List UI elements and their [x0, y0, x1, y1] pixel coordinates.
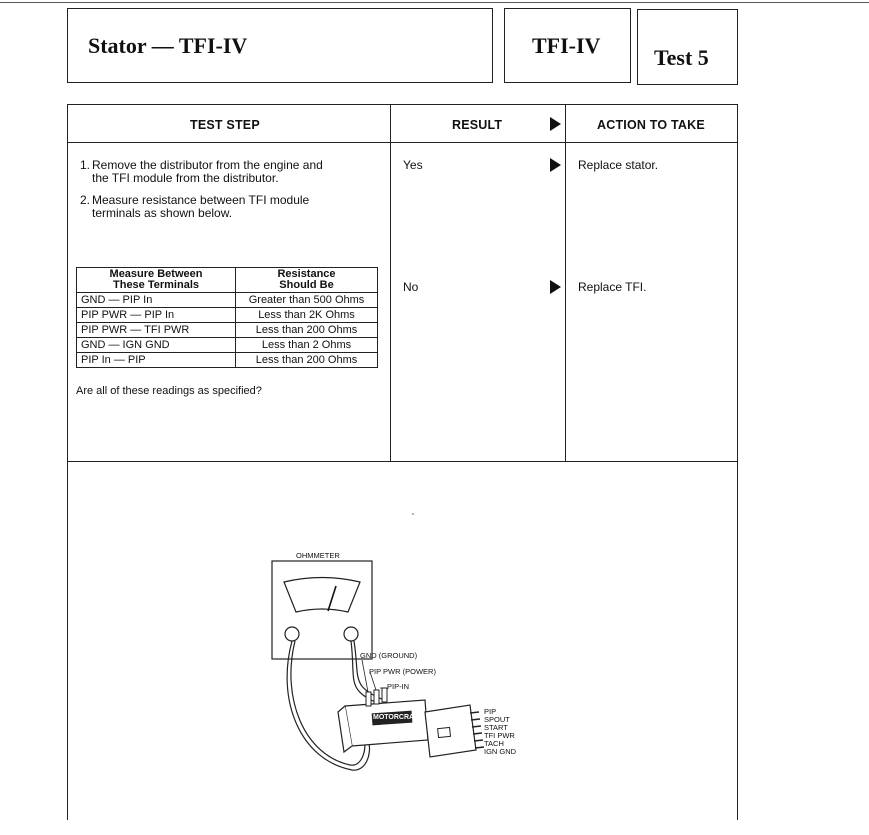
- step-1: 1. Remove the distributor from the engin…: [80, 159, 380, 185]
- page-top-rule: [0, 2, 869, 3]
- result-yes: Yes: [403, 158, 423, 172]
- connector-label-start: START: [484, 723, 508, 732]
- terminals-cell: PIP PWR — PIP In: [76, 307, 236, 323]
- test-number-box: [637, 9, 738, 85]
- title-box: [67, 8, 493, 83]
- header-text: These Terminals: [113, 279, 199, 291]
- terminals-cell: GND — IGN GND: [76, 337, 236, 353]
- terminal-icon: [343, 626, 359, 642]
- meter-dial-icon: [283, 576, 361, 613]
- step-text: terminals as shown below.: [92, 205, 233, 220]
- table-row: PIP In — PIP Less than 200 Ohms: [76, 352, 378, 368]
- table-row: GND — PIP In Greater than 500 Ohms: [76, 292, 378, 308]
- col-header-test-step: TEST STEP: [190, 118, 260, 132]
- terminals-cell: PIP In — PIP: [76, 352, 236, 368]
- terminals-cell: PIP PWR — TFI PWR: [76, 322, 236, 338]
- test-number: Test 5: [654, 45, 709, 70]
- connector-label-tfi-pwr: TFI PWR: [484, 731, 515, 740]
- step-text: Remove the distributor from the engine a…: [92, 158, 323, 172]
- system-box: [504, 8, 631, 83]
- col-header-result: RESULT: [452, 118, 503, 132]
- arrow-icon: [550, 158, 561, 172]
- connector-label-pip: PIP: [484, 707, 497, 716]
- action-yes: Replace stator.: [578, 158, 659, 172]
- ohmmeter-body: [271, 560, 373, 660]
- step-2: 2. Measure resistance between TFI module…: [80, 194, 380, 220]
- arrow-icon: [550, 280, 561, 294]
- resistance-table-header: Resistance Should Be: [235, 267, 378, 293]
- table-row: GND — IGN GND Less than 2 Ohms: [76, 337, 378, 353]
- system-label: TFI-IV: [532, 33, 601, 58]
- resistance-cell: Less than 2K Ohms: [235, 307, 378, 323]
- arrow-icon: [550, 117, 561, 131]
- header-text: Should Be: [279, 279, 334, 291]
- connector-icon: [424, 704, 477, 758]
- pin-label-pip-in: PIP-IN: [387, 682, 410, 691]
- test-lead: [290, 640, 366, 766]
- resistance-table: Measure Between These Terminals Resistan…: [76, 267, 378, 368]
- step-text: Measure resistance between TFI module: [92, 193, 310, 207]
- pin-label-gnd: GND (GROUND): [360, 651, 418, 660]
- connector-label-tach: TACH: [484, 739, 504, 748]
- result-no: No: [403, 280, 419, 294]
- page-title: Stator — TFI-IV: [88, 33, 248, 58]
- meter-needle-icon: [327, 585, 337, 612]
- test-table: [67, 104, 738, 820]
- step-number: 2.: [80, 193, 91, 207]
- header-row-divider: [67, 142, 738, 143]
- step-number: 1.: [80, 158, 91, 172]
- terminal-icon: [284, 626, 300, 642]
- table-row: PIP PWR — PIP In Less than 2K Ohms: [76, 307, 378, 323]
- diagram-divider: [67, 461, 738, 462]
- question-text: Are all of these readings as specified?: [76, 385, 262, 397]
- resistance-cell: Greater than 500 Ohms: [235, 292, 378, 308]
- connector-label-spout: SPOUT: [484, 715, 510, 724]
- module-label: MOTORCRAFT: [373, 714, 423, 721]
- step-text: the TFI module from the distributor.: [92, 170, 279, 185]
- col-divider-1: [390, 104, 391, 462]
- ohmmeter-label: OHMMETER: [296, 551, 340, 560]
- table-row: PIP PWR — TFI PWR Less than 200 Ohms: [76, 322, 378, 338]
- resistance-cell: Less than 200 Ohms: [235, 352, 378, 368]
- test-lead: [286, 640, 371, 771]
- header-text: Measure Between: [109, 268, 203, 280]
- action-no: Replace TFI.: [578, 280, 647, 294]
- header-text: Resistance: [277, 268, 336, 280]
- col-header-action: ACTION TO TAKE: [597, 118, 705, 132]
- pin-label-pip-pwr: PIP PWR (POWER): [369, 667, 436, 676]
- col-divider-2: [565, 104, 566, 462]
- resistance-cell: Less than 200 Ohms: [235, 322, 378, 338]
- connector-label-ign-gnd: IGN GND: [484, 747, 517, 756]
